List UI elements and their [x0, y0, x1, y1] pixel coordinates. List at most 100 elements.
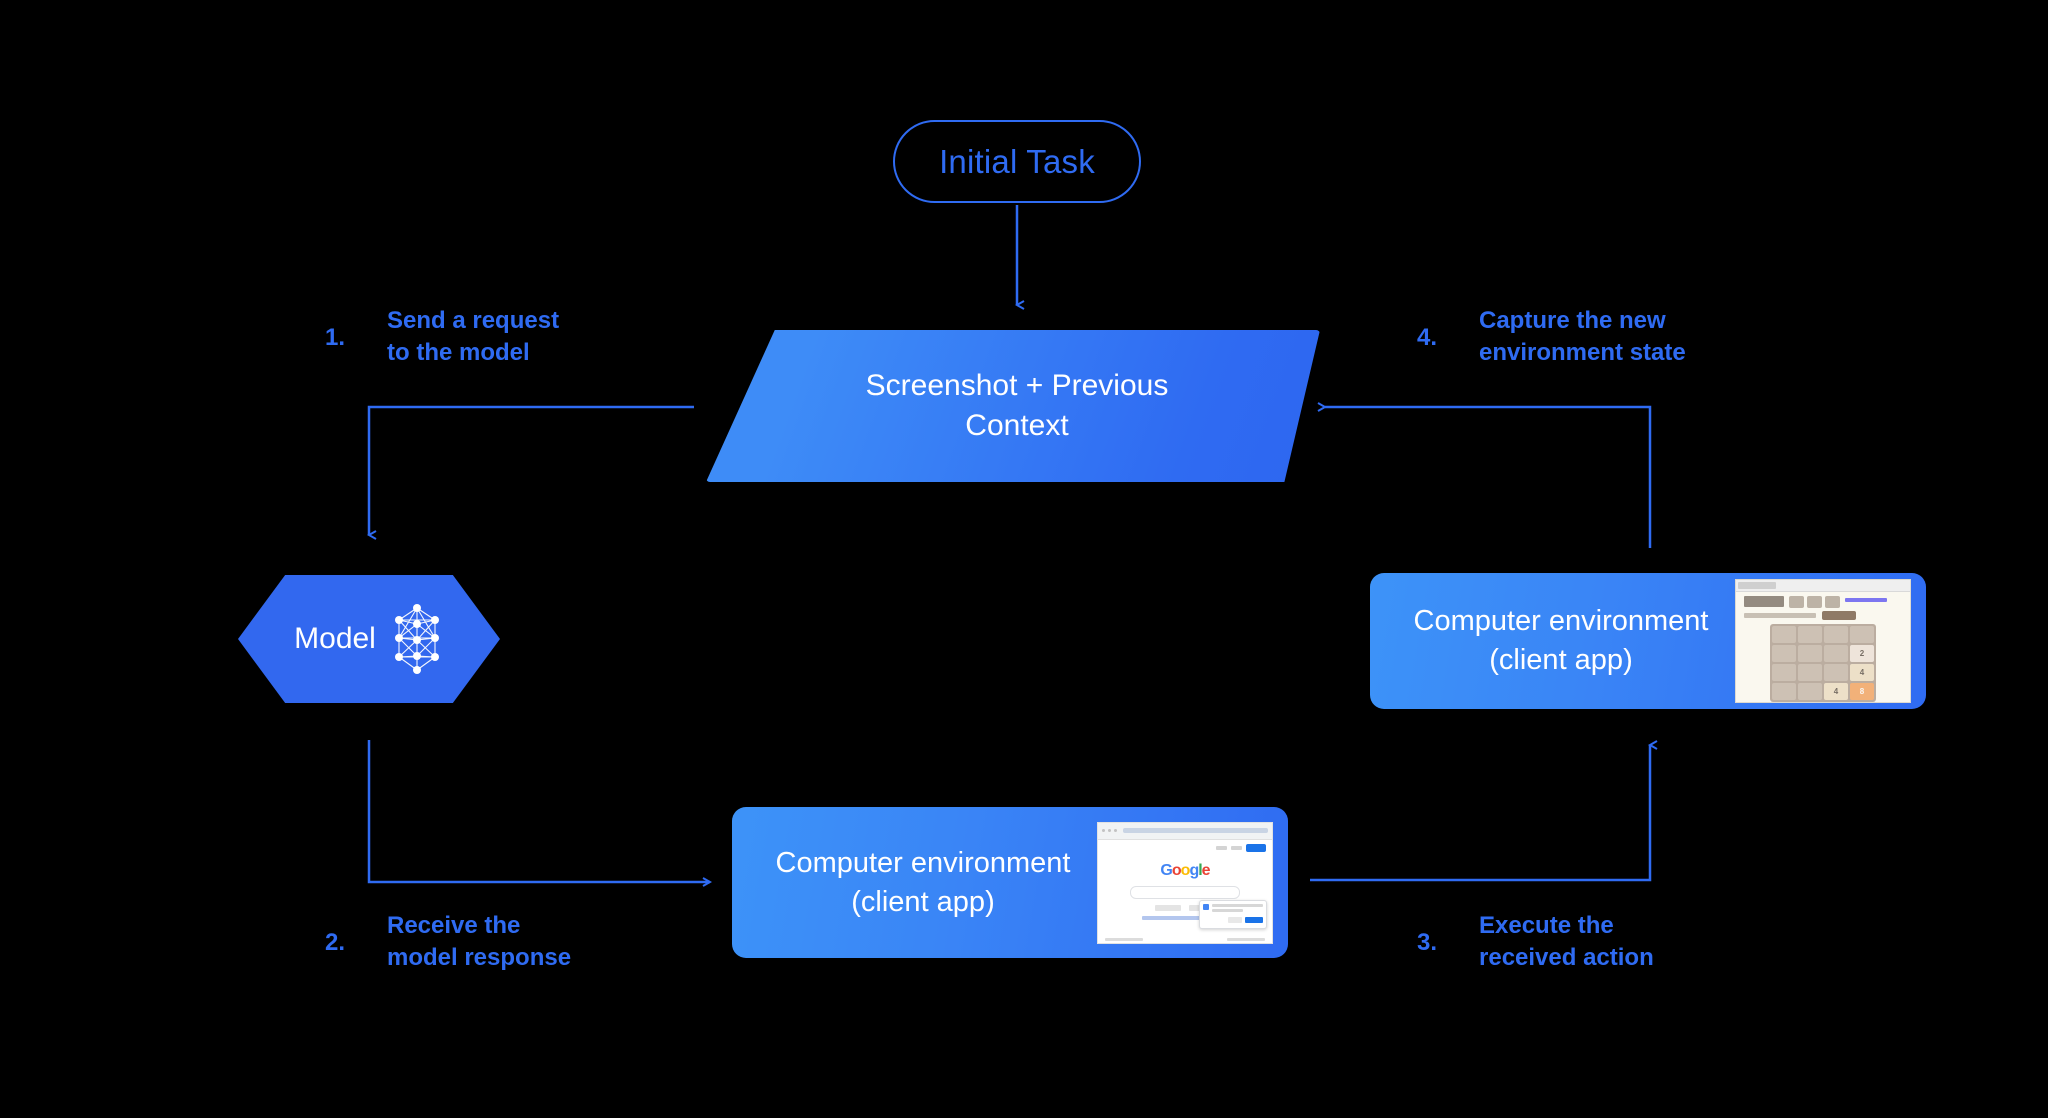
google-logo-letter: o — [1171, 861, 1182, 879]
context-node-line2: Context — [965, 409, 1069, 442]
google-logo-letter: G — [1160, 861, 1172, 879]
context-node-line1: Screenshot + Previous — [865, 369, 1169, 403]
tw-footer-links-left — [1105, 937, 1143, 941]
initial-task-node: Initial Task — [893, 120, 1141, 203]
t48-footer — [1736, 702, 1910, 703]
t48-cell: 8 — [1850, 683, 1874, 700]
env-right-line1: Computer environment — [1413, 605, 1709, 638]
t48-cell — [1850, 626, 1874, 643]
context-node-label: Screenshot + Previous Context — [706, 330, 1320, 482]
t48-header-links — [1845, 598, 1887, 602]
arrow-model-to-env-bottom — [367, 740, 713, 887]
env-right-line2: (client app) — [1489, 644, 1633, 676]
google-logo-letter: e — [1201, 861, 1211, 879]
context-node: Screenshot + Previous Context — [706, 330, 1320, 482]
t48-cell — [1772, 664, 1796, 681]
env-bottom-line1: Computer environment — [775, 846, 1071, 879]
t48-cell — [1798, 626, 1822, 643]
t48-cell — [1798, 664, 1822, 681]
tw-search-button — [1155, 904, 1181, 911]
t48-cell: 4 — [1824, 683, 1848, 700]
tw-offered-languages — [1142, 915, 1228, 920]
tw-nav-dot — [1108, 829, 1111, 832]
t48-cell — [1824, 664, 1848, 681]
t48-cell: 4 — [1850, 664, 1874, 681]
env-bottom-label: Computer environment (client app) — [732, 844, 1096, 921]
google-logo: Google — [1098, 861, 1272, 879]
tw-dialog-secondary-button — [1228, 916, 1242, 923]
step-1-number: 1. — [325, 324, 346, 351]
tw-top-links — [1098, 840, 1272, 852]
tw-dialog-line — [1212, 903, 1263, 907]
step-label-3: 3. Execute the received action — [1417, 910, 1654, 973]
tw-top-link — [1216, 845, 1227, 850]
t48-cell: 2 — [1850, 645, 1874, 662]
thumbnail-google-browser: Google — [1097, 821, 1273, 944]
tw-address-bar — [1123, 828, 1268, 833]
env-bottom-line2: (client app) — [851, 885, 995, 918]
t48-cell — [1772, 645, 1796, 662]
tw-nav-dot — [1102, 829, 1105, 832]
step-4-number: 4. — [1417, 324, 1438, 351]
step-label-1: 1. Send a request to the model — [325, 305, 559, 368]
model-node-shape — [238, 575, 500, 703]
t48-score-box — [1789, 596, 1804, 608]
t48-score-box — [1825, 596, 1840, 608]
t48-cell — [1772, 683, 1796, 700]
t48-instructions — [1744, 613, 1816, 618]
t48-cell — [1798, 683, 1822, 700]
step-label-2: 2. Receive the model response — [325, 910, 571, 973]
t48-score-box — [1807, 596, 1822, 608]
neural-network-icon — [394, 604, 439, 674]
step-2-number: 2. — [325, 929, 346, 956]
t48-browser-tab — [1738, 582, 1776, 589]
step-label-4: 4. Capture the new environment state — [1417, 305, 1686, 368]
t48-header — [1736, 592, 1910, 608]
step-2-text: Receive the model response — [387, 912, 572, 971]
context-node-shape — [706, 330, 1320, 482]
t48-cell — [1824, 645, 1848, 662]
tw-nav-dot — [1114, 829, 1117, 832]
step-3-number: 3. — [1417, 929, 1438, 956]
tw-top-link — [1231, 845, 1242, 850]
t48-score-group — [1789, 596, 1840, 608]
env-bottom-node: Computer environment (client app) Google — [732, 807, 1288, 958]
step-4-text: Capture the new environment state — [1479, 307, 1686, 366]
t48-cell — [1798, 645, 1822, 662]
tw-dialog — [1199, 899, 1267, 929]
tw-dialog-line — [1212, 908, 1243, 912]
tw-dialog-text — [1212, 903, 1263, 914]
env-right-label: Computer environment (client app) — [1370, 602, 1734, 679]
arrow-env-bottom-to-env-right — [1310, 740, 1658, 882]
tw-dialog-body — [1203, 903, 1263, 914]
t48-new-game-button — [1822, 611, 1856, 620]
model-node-label: Model — [294, 622, 376, 655]
google-logo-letter: g — [1189, 861, 1199, 879]
env-right-node: Computer environment (client app) — [1370, 573, 1926, 709]
tw-dialog-primary-button — [1245, 916, 1263, 923]
initial-task-label: Initial Task — [939, 142, 1095, 180]
t48-cell — [1824, 626, 1848, 643]
arrow-context-to-model — [366, 405, 694, 540]
tw-dialog-icon — [1203, 903, 1209, 910]
tw-footer-links-right — [1227, 937, 1265, 941]
tw-signin-button — [1246, 843, 1266, 852]
model-node-content: Model — [238, 575, 500, 703]
step-3-text: Execute the received action — [1479, 912, 1654, 971]
tw-search-box — [1130, 885, 1240, 899]
thumbnail-2048-game: 2 4 4 8 — [1735, 579, 1911, 703]
google-logo-letter: l — [1198, 861, 1203, 879]
t48-subheader — [1736, 608, 1910, 620]
step-1-text: Send a request to the model — [387, 307, 560, 366]
t48-board: 2 4 4 8 — [1770, 624, 1876, 702]
tw-footer — [1098, 937, 1272, 941]
env-right-thumbnail-slot: 2 4 4 8 — [1734, 579, 1912, 703]
arrow-env-right-to-context — [1317, 402, 1652, 548]
tw-browser-chrome — [1098, 822, 1272, 840]
model-node: Model — [238, 575, 500, 703]
t48-logo — [1744, 596, 1784, 607]
t48-cell — [1772, 626, 1796, 643]
google-logo-letter: o — [1180, 861, 1191, 879]
env-bottom-thumbnail-slot: Google — [1096, 821, 1274, 944]
